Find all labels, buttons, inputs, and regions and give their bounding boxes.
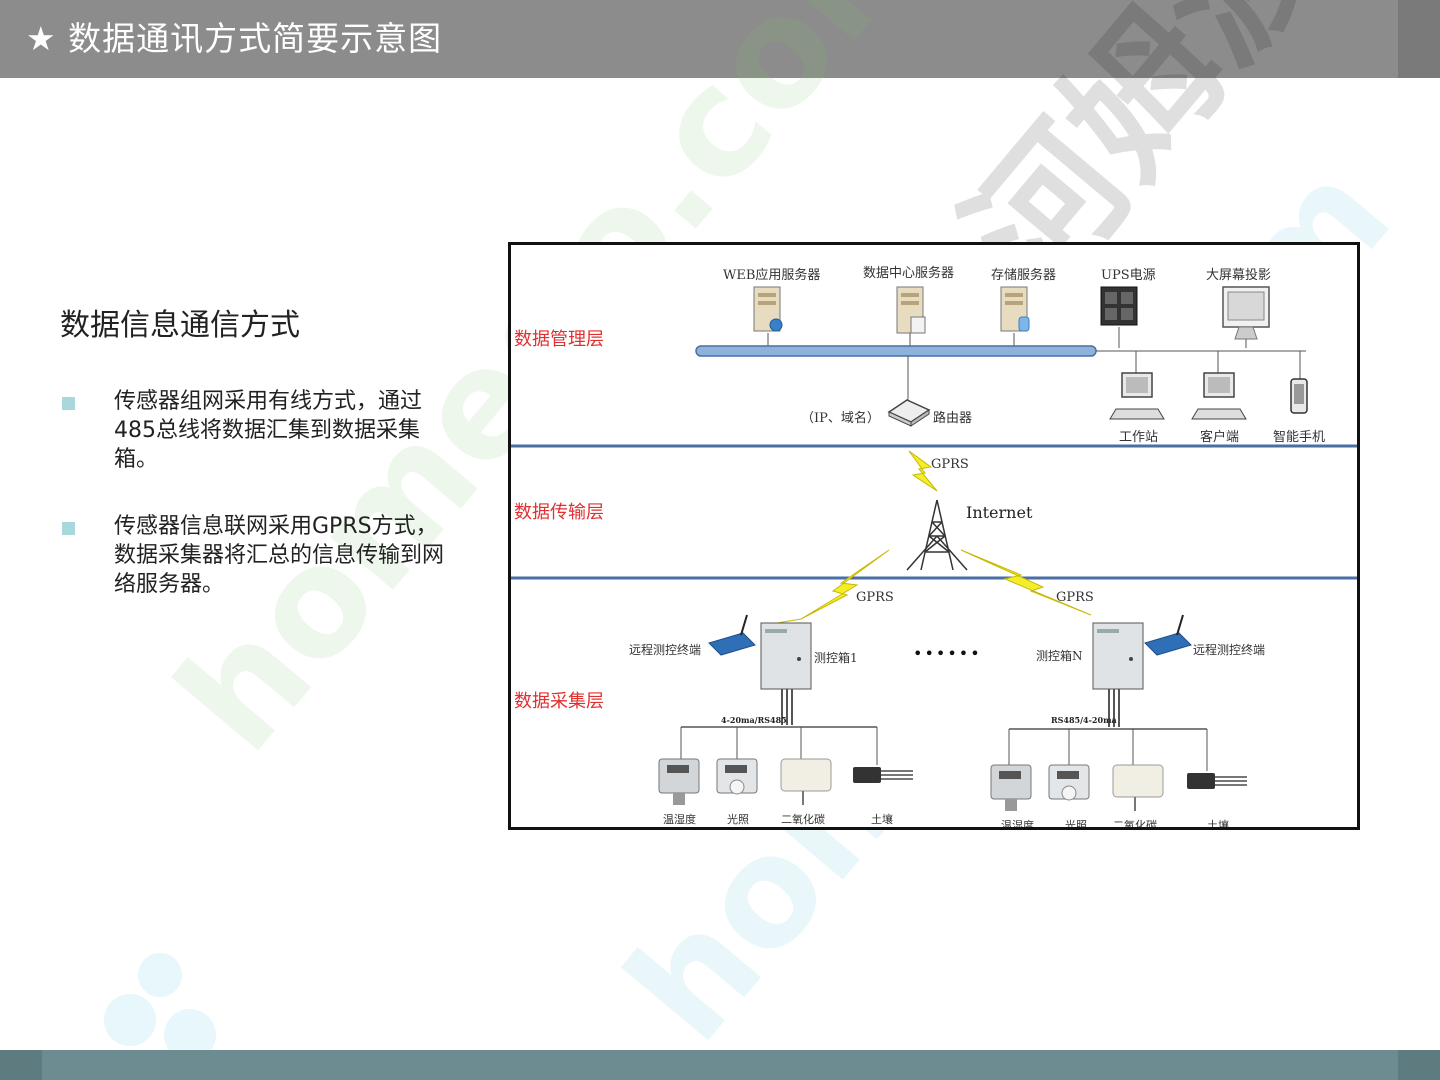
remote-terminal-label-right: 远程测控终端 xyxy=(1193,642,1265,657)
footer-accent-left xyxy=(0,1050,42,1080)
gprs-lightning-right xyxy=(960,549,1092,616)
backbone-bus xyxy=(695,345,1097,357)
title-bar-accent xyxy=(1398,0,1440,78)
ups-icon xyxy=(1100,286,1138,326)
layer-label-management: 数据管理层 xyxy=(514,329,604,350)
server-label-projector: 大屏幕投影 xyxy=(1206,267,1271,283)
server-icon xyxy=(1000,286,1030,332)
temp-humidity-sensor-icon xyxy=(990,764,1032,811)
bullet-square-icon xyxy=(62,522,75,535)
client-label-phone: 智能手机 xyxy=(1273,430,1325,445)
footer-accent-right xyxy=(1398,1050,1440,1080)
bus-label-right: RS485/4-20ma xyxy=(1051,715,1117,725)
control-box-icon xyxy=(760,622,812,690)
gprs-lightning-top xyxy=(908,450,938,492)
bullet-item-1: 传感器组网采用有线方式，通过485总线将数据汇集到数据采集箱。 xyxy=(60,387,460,482)
client-label-client: 客户端 xyxy=(1200,429,1239,445)
remote-terminal-label-left: 远程测控终端 xyxy=(629,642,701,657)
internet-label: Internet xyxy=(966,503,1033,522)
sensor-label-light: 光照 xyxy=(727,812,749,826)
router-label: 路由器 xyxy=(933,410,972,426)
temp-humidity-sensor-icon xyxy=(658,758,700,805)
server-label-datacenter: 数据中心服务器 xyxy=(863,265,954,281)
smartphone-icon xyxy=(1290,378,1308,414)
co2-sensor-icon xyxy=(1112,764,1164,811)
sensor-label-temp: 温湿度 xyxy=(1001,818,1034,827)
projector-icon xyxy=(1222,286,1270,340)
server-label-ups: UPS电源 xyxy=(1101,268,1156,283)
light-sensor-icon xyxy=(1048,764,1090,801)
router-note: （IP、域名） xyxy=(801,410,880,426)
sensor-label-co2: 二氧化碳 xyxy=(781,812,825,826)
co2-sensor-icon xyxy=(780,758,832,805)
server-icon xyxy=(896,286,926,334)
footer-bar xyxy=(0,1050,1440,1080)
network-diagram: 数据管理层 数据传输层 数据采集层 WEB应用服务器 数据中心服务器 存储服务器… xyxy=(508,242,1360,830)
server-label-web: WEB应用服务器 xyxy=(723,267,820,283)
bullet-square-icon xyxy=(62,397,75,410)
remote-terminal-icon xyxy=(708,614,756,656)
soil-sensor-icon xyxy=(1187,773,1247,789)
section-heading: 数据信息通信方式 xyxy=(60,308,300,343)
client-label-workstation: 工作站 xyxy=(1119,430,1158,445)
layer-label-transport: 数据传输层 xyxy=(514,502,604,523)
layer-label-collection: 数据采集层 xyxy=(514,691,604,712)
sensor-label-co2: 二氧化碳 xyxy=(1113,818,1157,827)
server-icon xyxy=(753,286,783,332)
sensor-label-light: 光照 xyxy=(1065,818,1087,827)
control-box-icon xyxy=(1092,622,1144,690)
bullet-text-1: 传感器组网采用有线方式，通过485总线将数据汇集到数据采集箱。 xyxy=(114,389,423,472)
server-label-storage: 存储服务器 xyxy=(991,267,1056,283)
client-icon xyxy=(1191,372,1247,420)
ellipsis-dots: •••••• xyxy=(913,644,982,663)
diagram-canvas: 数据管理层 数据传输层 数据采集层 WEB应用服务器 数据中心服务器 存储服务器… xyxy=(511,265,1357,827)
page-title: ★ 数据通讯方式简要示意图 xyxy=(26,19,443,58)
box-label-N: 测控箱N xyxy=(1036,648,1083,663)
bus-label-left: 4-20ma/RS485 xyxy=(721,715,787,725)
bullet-text-2: 传感器信息联网采用GPRS方式，数据采集器将汇总的信息传输到网络服务器。 xyxy=(114,514,445,597)
bullet-item-2: 传感器信息联网采用GPRS方式，数据采集器将汇总的信息传输到网络服务器。 xyxy=(60,512,460,607)
gprs-label-right: GPRS xyxy=(1056,590,1094,605)
workstation-icon xyxy=(1109,372,1165,420)
light-sensor-icon xyxy=(716,758,758,795)
remote-terminal-icon xyxy=(1144,614,1192,656)
watermark-logo xyxy=(104,953,216,1061)
gprs-label-left: GPRS xyxy=(856,590,894,605)
router-icon xyxy=(887,399,931,427)
internet-tower-icon xyxy=(906,499,968,571)
sensor-label-soil: 土壤 xyxy=(1207,818,1229,827)
sensor-label-soil: 土壤 xyxy=(871,812,893,826)
box-label-1: 测控箱1 xyxy=(814,650,858,665)
gprs-lightning-left xyxy=(800,549,890,620)
soil-sensor-icon xyxy=(853,767,913,783)
gprs-label-top: GPRS xyxy=(931,457,969,472)
sensor-label-temp: 温湿度 xyxy=(663,812,696,826)
title-bar: ★ 数据通讯方式简要示意图 xyxy=(0,0,1440,78)
